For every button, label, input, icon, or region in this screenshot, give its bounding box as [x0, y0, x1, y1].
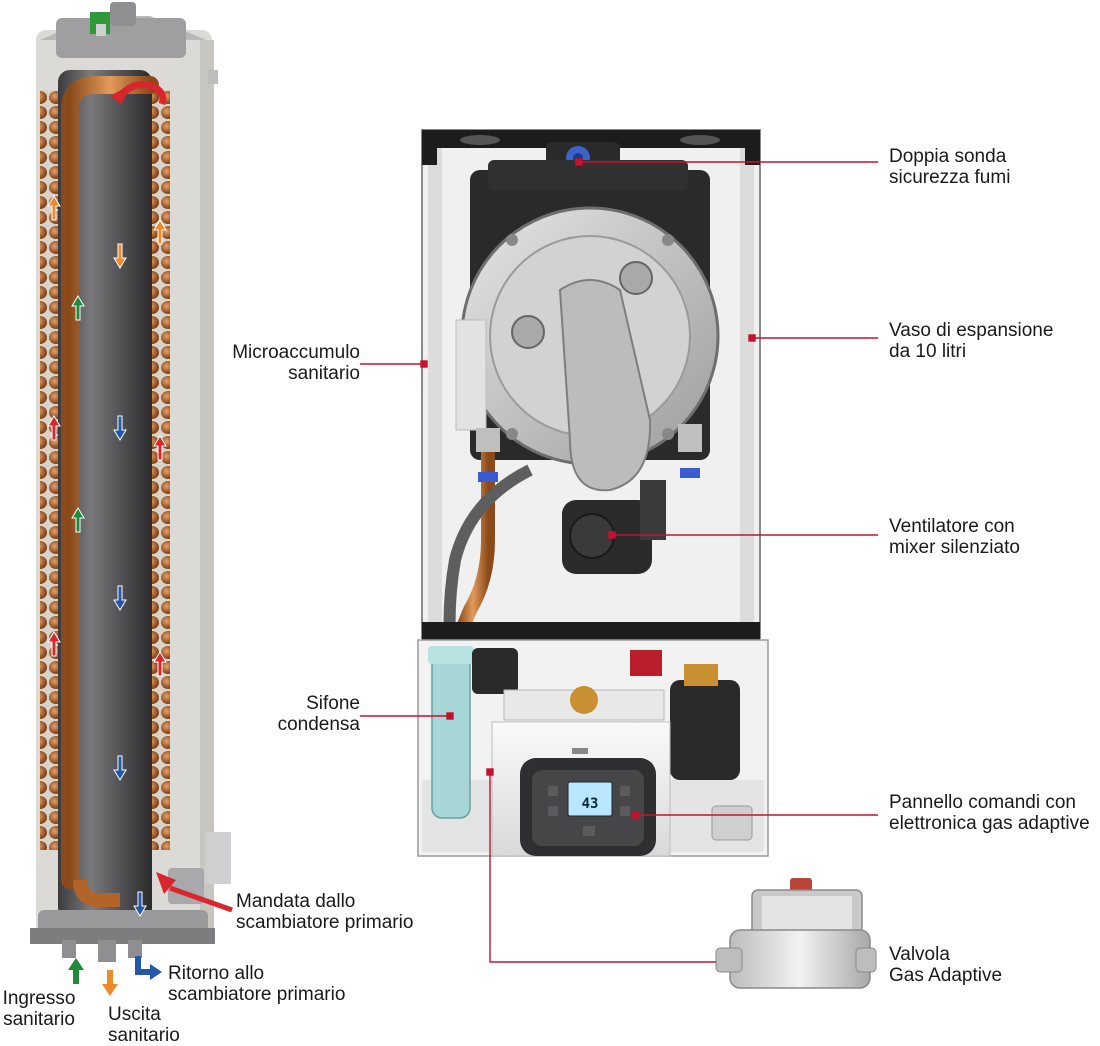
label-uscita: Uscita sanitario [108, 1004, 180, 1046]
label-pannello-comandi: Pannello comandi con elettronica gas ada… [889, 792, 1090, 834]
display-readout: 43 [582, 796, 599, 812]
label-ritorno: Ritorno allo scambiatore primario [168, 963, 346, 1005]
label-sifone: Sifone condensa [277, 693, 360, 735]
label-mandata: Mandata dallo scambiatore primario [236, 891, 414, 933]
inlet-outlet-arrows [68, 872, 233, 996]
label-ventilatore: Ventilatore con mixer silenziato [889, 516, 1020, 558]
label-doppia-sonda: Doppia sonda sicurezza fumi [889, 146, 1011, 188]
gas-valve [715, 878, 877, 989]
flow-arrows [47, 195, 167, 917]
label-ingresso: Ingresso sanitario [2, 988, 76, 1030]
label-vaso-espansione: Vaso di espansione da 10 litri [889, 320, 1054, 362]
storage-cylinder-cutaway [30, 2, 231, 962]
label-microaccumulo: Microaccumulo sanitario [232, 342, 360, 384]
label-valvola-gas: Valvola Gas Adaptive [889, 944, 1003, 986]
control-panel [491, 721, 671, 857]
leader-lines [360, 158, 878, 963]
